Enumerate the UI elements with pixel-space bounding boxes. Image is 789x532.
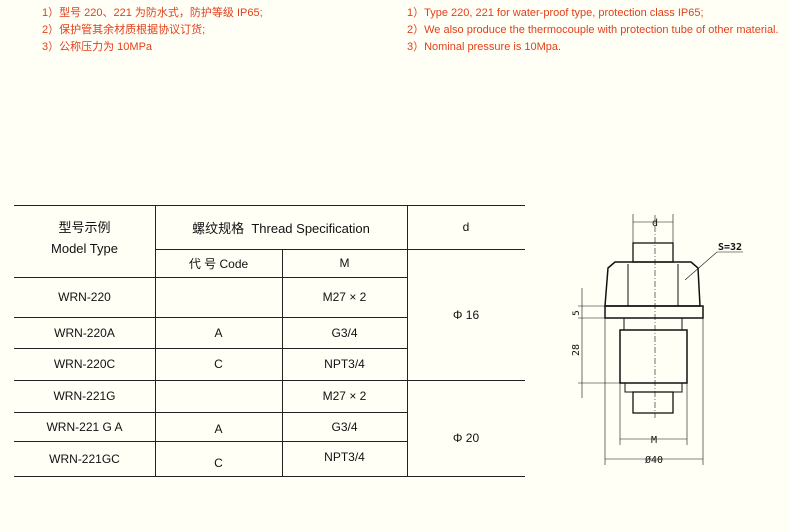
row-model: WRN-221G — [53, 389, 116, 403]
row-m: M27 × 2 — [322, 290, 367, 304]
thermocouple-drawing: d S=32 5 28 M Ø40 — [571, 214, 743, 466]
header-model-en: Model Type — [51, 240, 118, 256]
header-model-cn: 型号示例 — [58, 219, 111, 235]
note-en-2: 2）We also produce the thermocouple with … — [407, 24, 779, 36]
dim-28: 28 — [571, 344, 582, 356]
header-thread: 螺纹规格 Thread Specification — [192, 220, 370, 236]
row-model: WRN-221 G A — [46, 419, 123, 434]
note-en-1: 1）Type 220, 221 for water-proof type, pr… — [407, 7, 704, 19]
note-cn-1: 1）型号 220、221 为防水式，防护等级 IP65; — [42, 7, 263, 19]
note-cn-3: 3）公称压力为 10MPa — [42, 41, 153, 53]
row-m: NPT3/4 — [324, 449, 365, 464]
row-code: C — [214, 357, 223, 371]
d-value-16: Φ 16 — [452, 307, 480, 322]
row-model: WRN-220A — [54, 325, 115, 340]
row-m: NPT3/4 — [324, 357, 365, 371]
note-cn-2: 2）保护管其余材质根据协议订货; — [42, 24, 206, 36]
row-model: WRN-220C — [53, 357, 116, 371]
dim-m: M — [651, 435, 657, 446]
row-m: G3/4 — [331, 419, 358, 434]
dim-dia40: Ø40 — [645, 454, 663, 466]
row-model: WRN-220 — [58, 290, 111, 304]
dim-d: d — [652, 218, 658, 229]
row-code: A — [214, 325, 223, 340]
row-code: C — [214, 455, 223, 470]
header-m: M — [339, 256, 350, 270]
row-m: G3/4 — [331, 325, 358, 340]
d-value-20: Φ 20 — [452, 431, 480, 445]
spec-table: 型号示例 Model Type 螺纹规格 Thread Specificatio… — [14, 205, 525, 477]
row-model: WRN-221GC — [49, 451, 120, 466]
dim-s32: S=32 — [718, 242, 742, 253]
row-code: A — [214, 422, 223, 436]
note-en-3: 3）Nominal pressure is 10Mpa. — [407, 41, 562, 53]
row-m: M27 × 2 — [322, 389, 367, 403]
dim-5: 5 — [572, 310, 582, 315]
header-code: 代 号 Code — [188, 256, 249, 271]
header-d: d — [462, 220, 470, 234]
